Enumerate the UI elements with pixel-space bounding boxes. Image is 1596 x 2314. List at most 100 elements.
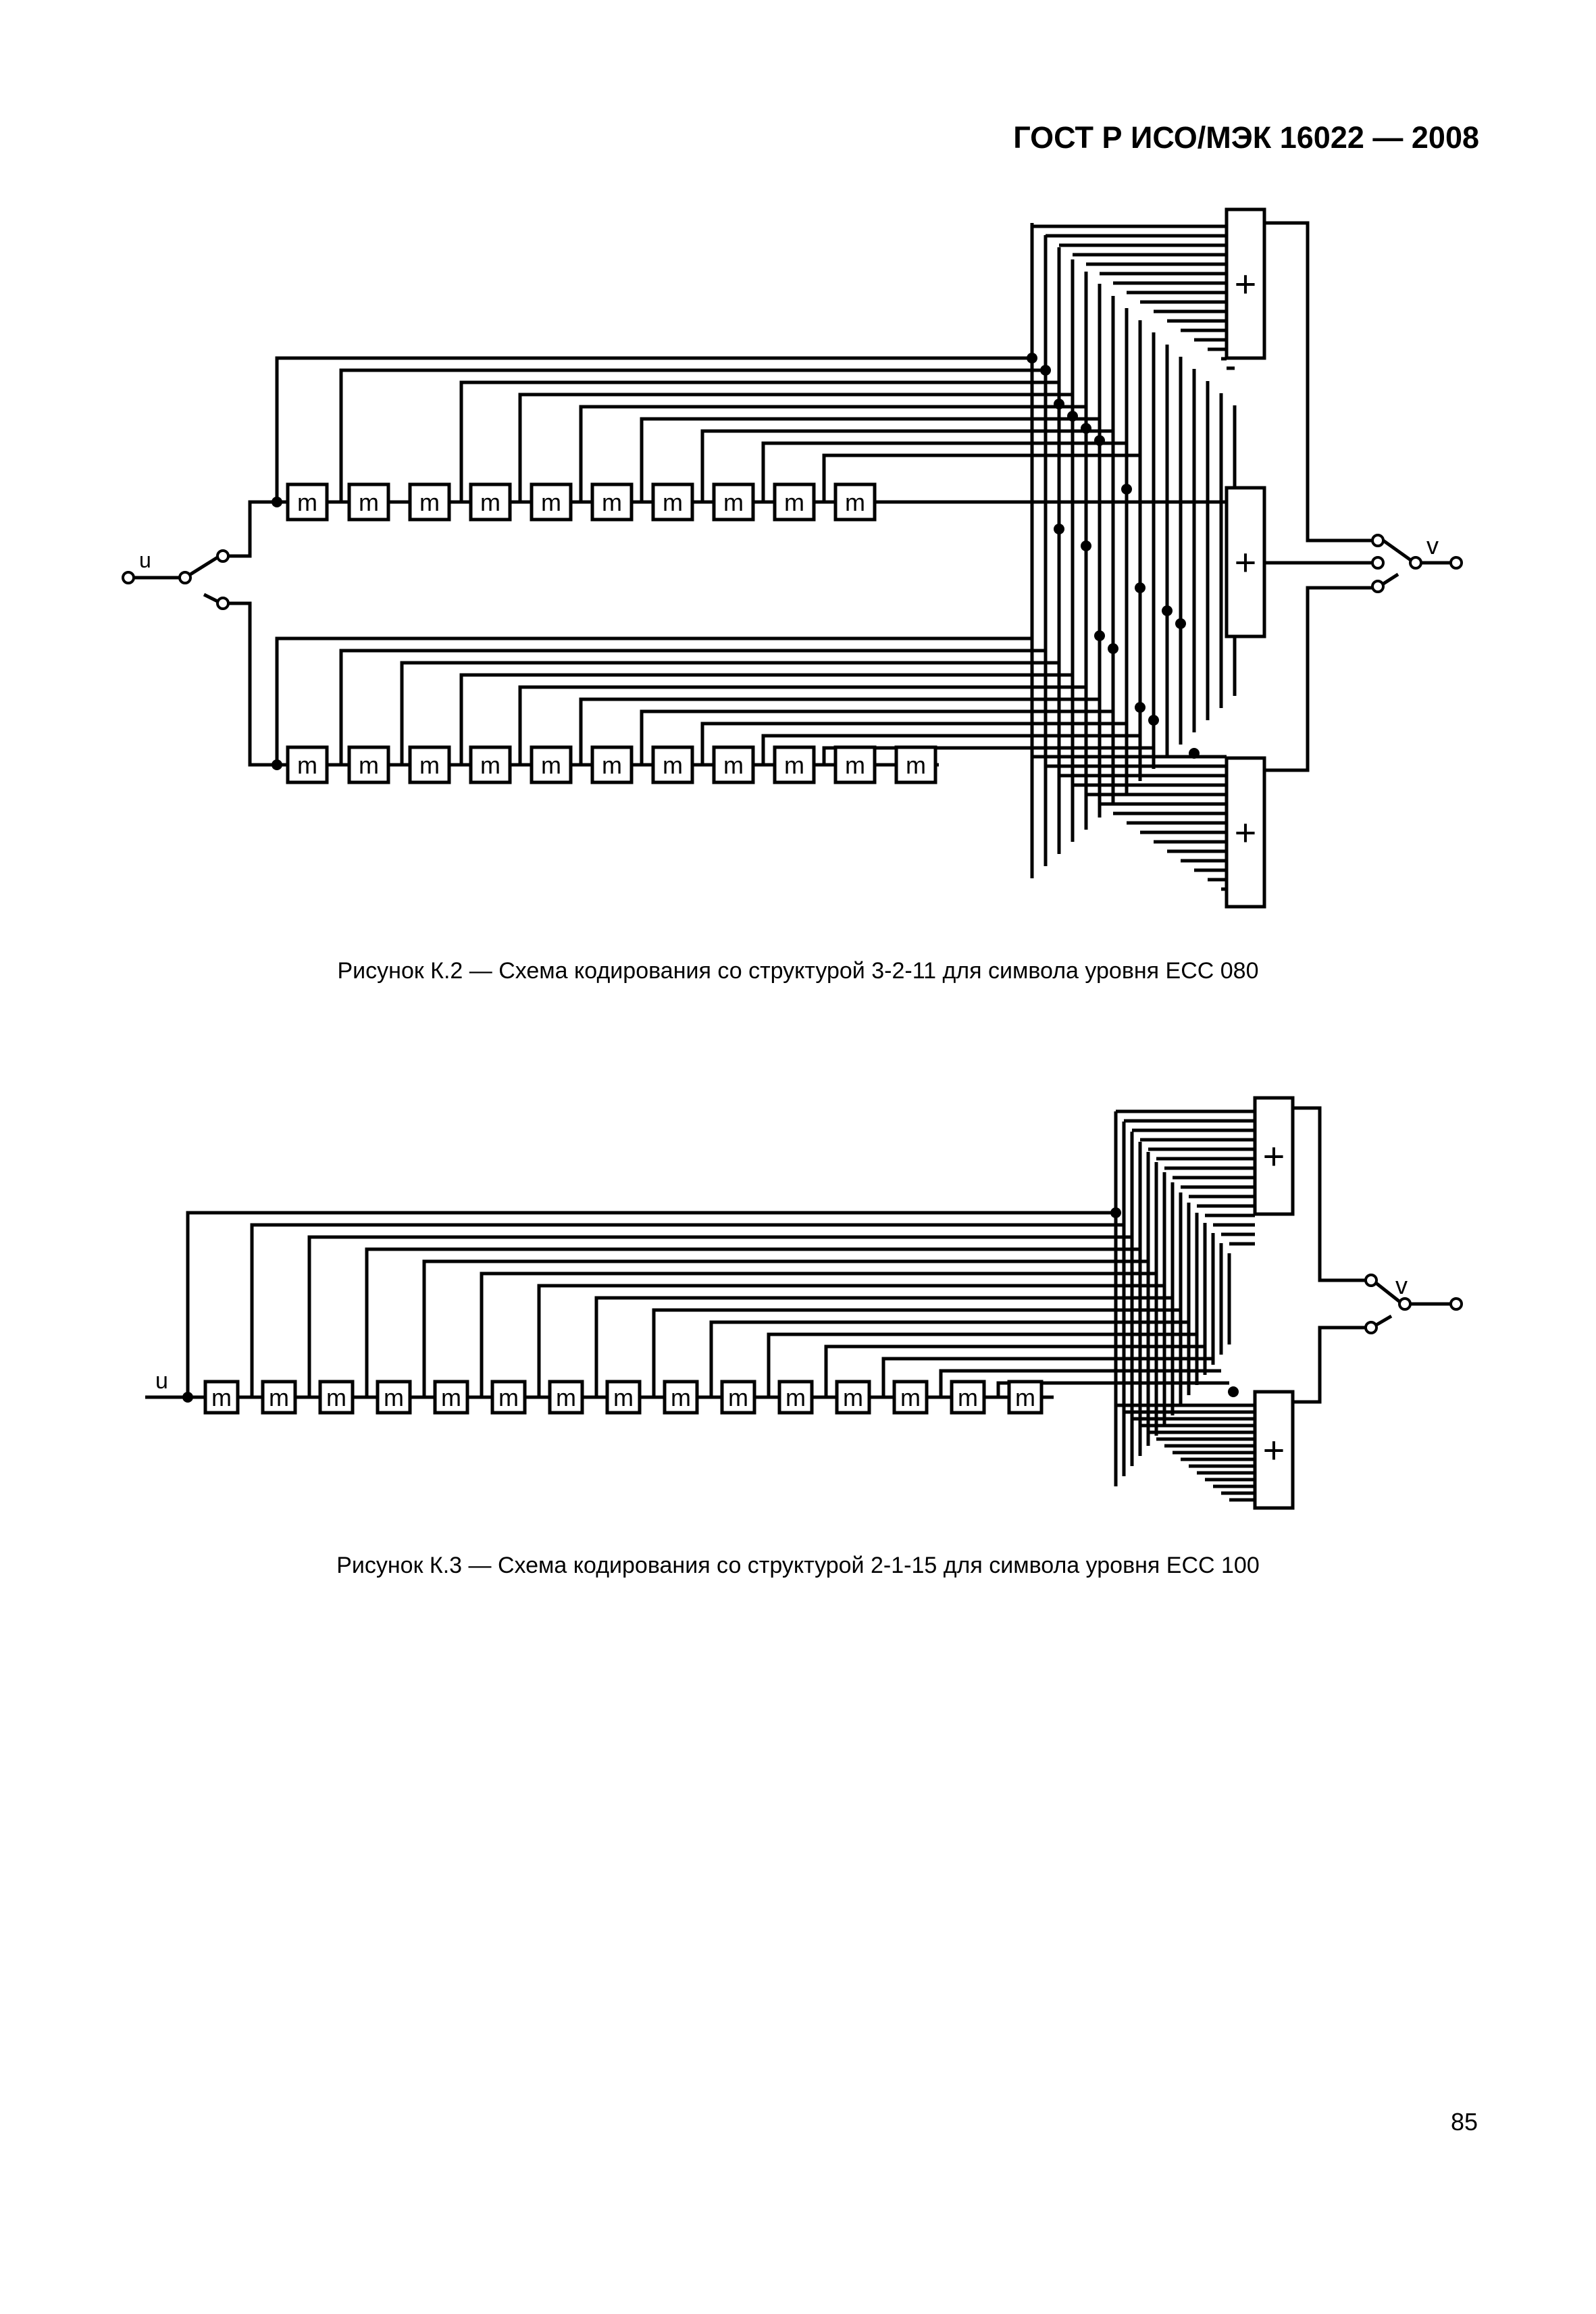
junction-dot [1135, 702, 1145, 713]
register-cell-label: m [297, 488, 317, 516]
wire [537, 1284, 1164, 1397]
junction-dot [1054, 524, 1064, 534]
register-cell-label: m [326, 1384, 346, 1411]
register-cell [469, 745, 512, 784]
junction-dot [1228, 1386, 1239, 1397]
register-cell [720, 1380, 756, 1415]
page-number: 85 [1450, 2108, 1478, 2136]
wire [579, 405, 1086, 502]
wire [459, 380, 1059, 502]
register-cell [376, 1380, 412, 1415]
register-cell-label: m [900, 1384, 921, 1411]
junction-dot [182, 1392, 193, 1403]
register-cell [408, 745, 451, 784]
output-label: v [1426, 532, 1439, 559]
register-cell [712, 482, 755, 522]
register-cell [894, 745, 937, 784]
register-cell [1007, 1380, 1044, 1415]
junction-dot [1094, 630, 1105, 641]
input-label: u [139, 548, 151, 572]
wire [700, 722, 1127, 765]
adder-symbol: + [1263, 1429, 1285, 1472]
wire [339, 649, 1046, 765]
wire [1264, 221, 1374, 543]
register-cell [773, 745, 816, 784]
wire [422, 1259, 1148, 1397]
register-cell [590, 482, 634, 522]
wire [594, 1296, 1173, 1397]
wire [996, 1381, 1229, 1397]
adder-symbol: + [1235, 811, 1257, 854]
junction-dot [1162, 605, 1173, 616]
register-cell [950, 1380, 986, 1415]
register-cell-label: m [541, 751, 561, 779]
junction-dot [1054, 399, 1064, 409]
register-cell [892, 1380, 929, 1415]
wire [822, 746, 1154, 765]
register-cell [408, 482, 451, 522]
wire [400, 661, 1059, 765]
wire [275, 636, 1032, 765]
terminal [178, 571, 192, 584]
wire [1293, 1326, 1367, 1404]
register-cell [777, 1380, 814, 1415]
register-cell-label: m [845, 751, 865, 779]
register-cell-label: m [958, 1384, 978, 1411]
wire [652, 1308, 1181, 1397]
register-cell [712, 745, 755, 784]
register-cell-label: m [1015, 1384, 1035, 1411]
wire [640, 709, 1113, 765]
terminal [216, 549, 230, 563]
wire [203, 593, 219, 603]
wire [579, 697, 1100, 765]
register-cell-label: m [671, 1384, 691, 1411]
junction-dot [1175, 618, 1186, 629]
register-cell [833, 482, 877, 522]
wire [700, 429, 1113, 502]
register-cell-label: m [723, 751, 744, 779]
terminal [216, 597, 230, 610]
junction-dot [1148, 715, 1159, 726]
wire [1380, 572, 1399, 587]
register-cell [605, 1380, 642, 1415]
register-cell-label: m [906, 751, 926, 779]
register-cell [530, 482, 573, 522]
terminal [1371, 556, 1385, 570]
junction-dot [1081, 423, 1091, 434]
register-cell [286, 482, 329, 522]
register-cell-label: m [498, 1384, 519, 1411]
register-cell [433, 1380, 469, 1415]
register-cell-label: m [845, 488, 865, 516]
junction-dot [1121, 484, 1132, 495]
register-cell-label: m [728, 1384, 748, 1411]
junction-dot [1189, 748, 1200, 759]
adder-block [1225, 756, 1266, 909]
register-cell-label: m [541, 488, 561, 516]
wire [223, 601, 277, 767]
page-header: ГОСТ Р ИСО/МЭК 16022 — 2008 [1013, 120, 1479, 155]
wire [640, 417, 1100, 502]
junction-dot [1135, 582, 1145, 593]
junction-dot [1108, 643, 1118, 654]
wire [881, 1357, 1213, 1397]
register-cell-label: m [613, 1384, 634, 1411]
terminal [1364, 1321, 1378, 1334]
register-cell-label: m [784, 751, 804, 779]
terminal [1409, 556, 1422, 570]
input-label: u [155, 1368, 168, 1394]
wire [275, 356, 1032, 502]
wire [1293, 1106, 1367, 1282]
register-cell [651, 745, 694, 784]
terminal [1398, 1297, 1412, 1311]
register-cell-label: m [480, 751, 500, 779]
register-cell [203, 1380, 240, 1415]
register-cell-label: m [784, 488, 804, 516]
terminal [1449, 556, 1463, 570]
terminal [1364, 1274, 1378, 1287]
register-cell [286, 745, 329, 784]
wire [1374, 1314, 1393, 1328]
wire [939, 1369, 1221, 1397]
register-cell [490, 1380, 527, 1415]
register-cell-label: m [480, 488, 500, 516]
